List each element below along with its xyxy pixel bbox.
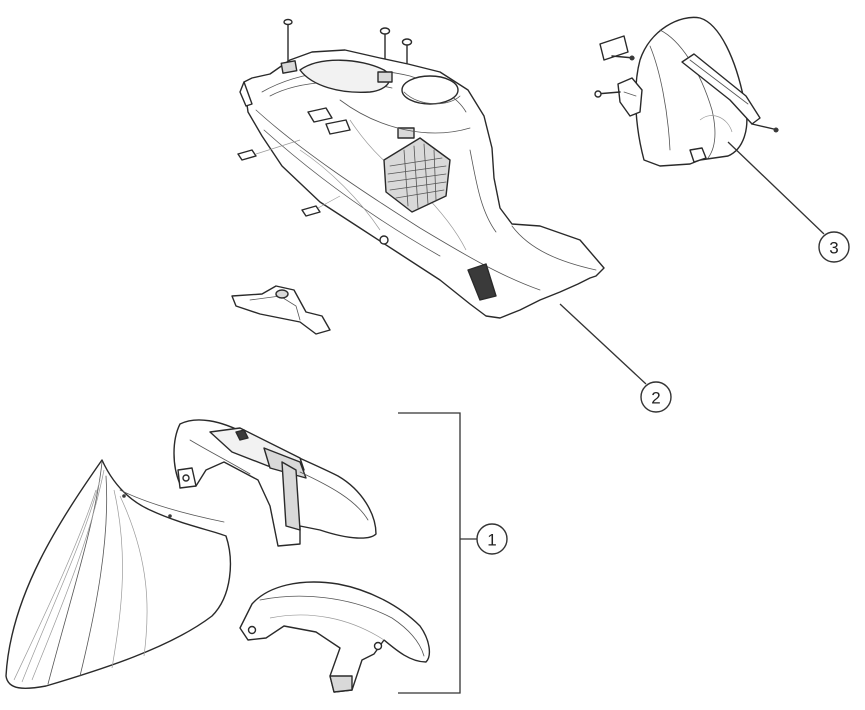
screw <box>611 55 635 61</box>
leader-line-3 <box>727 141 825 235</box>
part-3-rear-hugger-assembly <box>594 16 779 167</box>
leader-lines <box>398 141 825 694</box>
inner-fender-upper <box>173 419 377 547</box>
part-2-tail-cover-assembly <box>231 18 605 335</box>
bracket-part <box>231 285 331 335</box>
vent-grille <box>383 137 451 213</box>
front-fender-cover <box>5 459 231 689</box>
callout-3: 3 <box>818 231 850 263</box>
screw <box>283 18 293 63</box>
screw <box>751 123 779 133</box>
group-bracket-1 <box>398 412 461 694</box>
clip <box>237 139 301 161</box>
front-mudguard-lower <box>239 581 431 693</box>
callout-label-2: 2 <box>651 389 660 408</box>
screw <box>594 90 621 98</box>
callout-label-3: 3 <box>829 239 838 258</box>
leader-line-2 <box>559 303 647 385</box>
callout-label-1: 1 <box>487 531 496 550</box>
callout-1: 1 <box>476 523 508 555</box>
callout-2: 2 <box>640 381 672 413</box>
clip <box>301 195 341 217</box>
part-1-front-fender-set <box>5 419 431 693</box>
